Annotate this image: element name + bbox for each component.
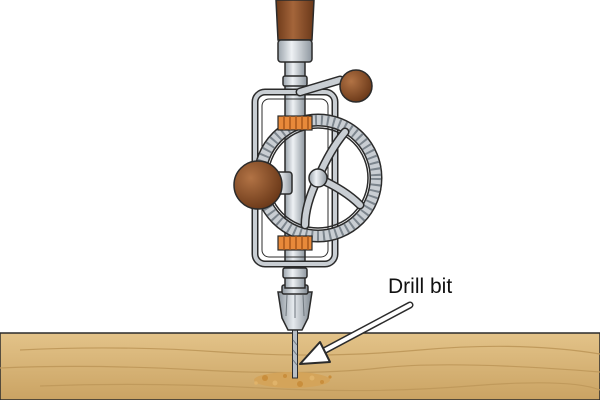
drill-bit xyxy=(292,329,298,379)
side-handle xyxy=(233,160,293,210)
arrow-icon xyxy=(299,301,414,365)
workbench xyxy=(0,332,600,400)
chuck xyxy=(277,284,313,331)
pinion-gears xyxy=(277,115,313,251)
drill-bit-label: Drill bit xyxy=(388,275,453,298)
top-handle xyxy=(275,0,315,63)
crank-handle xyxy=(295,69,373,103)
sawdust-pile xyxy=(254,372,332,388)
